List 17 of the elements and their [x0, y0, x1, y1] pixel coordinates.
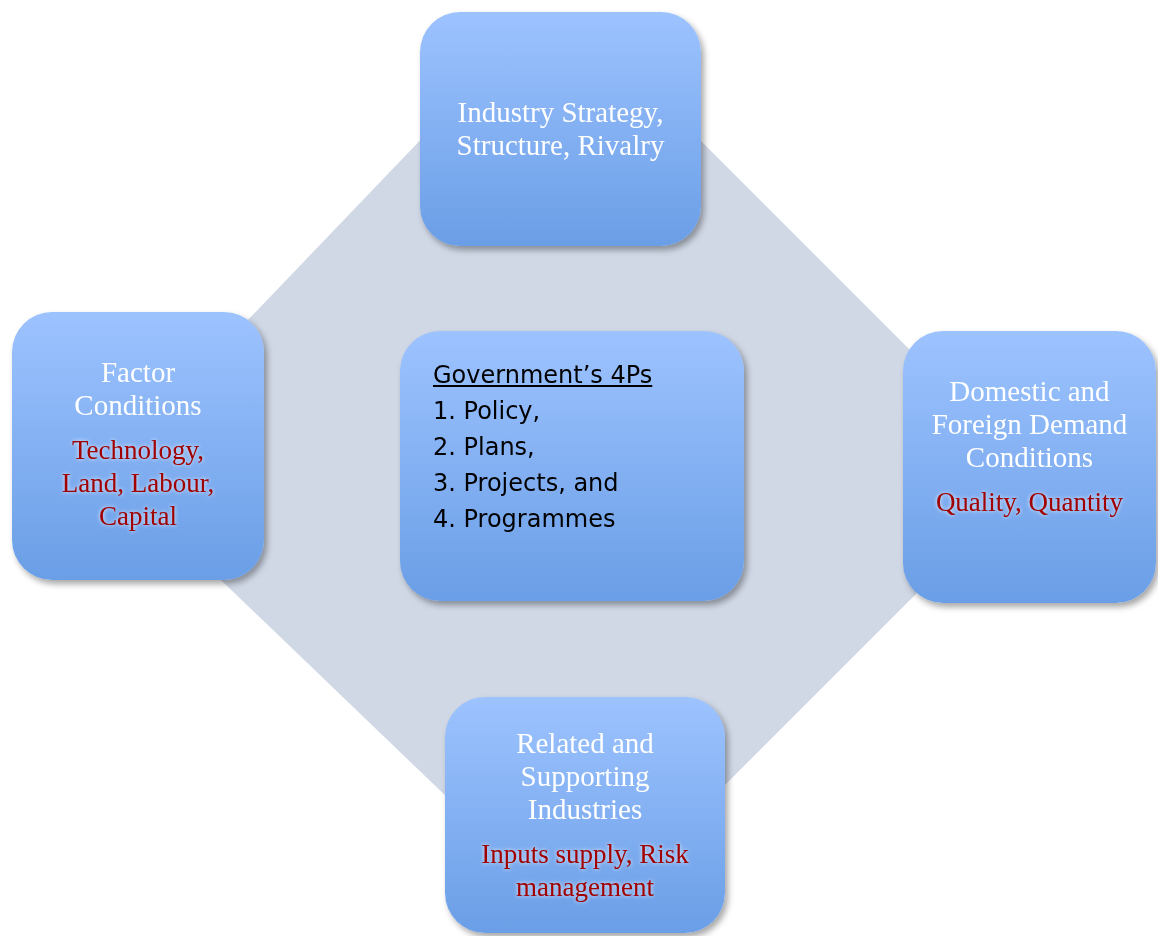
box-heading: Related and Supporting Industries — [515, 727, 655, 826]
box-heading: Industry Strategy, Structure, Rivalry — [455, 96, 666, 162]
list-item: 2. Plans, — [433, 432, 535, 463]
box-heading: Government’s 4Ps — [433, 360, 653, 391]
list-item: 4. Programmes — [433, 504, 616, 535]
box-detail: Quality, Quantity — [935, 486, 1124, 519]
box-heading: Factor Conditions — [73, 356, 203, 422]
box-detail: Technology, Land, Labour, Capital — [60, 434, 216, 533]
list-item: 1. Policy, — [433, 396, 541, 427]
rounded-box — [903, 331, 1156, 603]
box-heading: Domestic and Foreign Demand Conditions — [930, 375, 1129, 474]
rounded-box — [445, 697, 725, 933]
rounded-box — [12, 312, 264, 580]
rounded-box — [400, 331, 744, 601]
box-detail: Inputs supply, Risk management — [480, 838, 690, 904]
rounded-box — [420, 12, 701, 246]
list-item: 3. Projects, and — [433, 468, 619, 499]
